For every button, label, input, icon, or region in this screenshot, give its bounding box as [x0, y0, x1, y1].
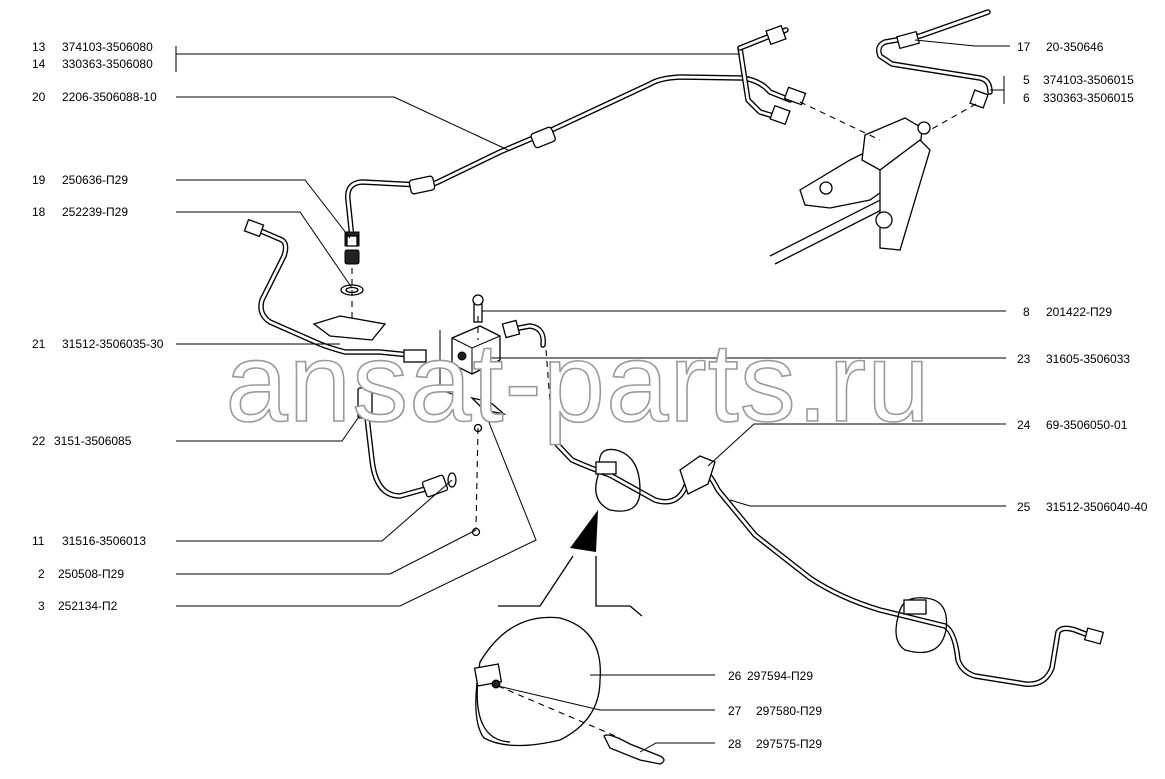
callout-20-num: 20 [32, 90, 46, 104]
callout-27-code: 297580-П29 [756, 704, 822, 718]
clamp-bracket [679, 455, 716, 495]
callout-28-code: 297575-П29 [756, 737, 822, 751]
callout-22-num: 22 [32, 434, 46, 448]
callout-25-num: 25 [1017, 500, 1031, 514]
callout-26-code: 297594-П29 [747, 669, 813, 683]
watermark: ansat-parts.ru [226, 320, 931, 445]
brake-pipe-upper [344, 74, 807, 247]
callout-13-code: 374103-3506080 [62, 40, 153, 54]
callout-20-code: 2206-3506088-10 [62, 90, 157, 104]
callout-23-code: 31605-3506033 [1046, 352, 1130, 366]
callout-24-num: 24 [1017, 418, 1031, 432]
leader-lines [175, 39, 1010, 753]
align-line-6 [545, 349, 554, 441]
callout-23-num: 23 [1017, 352, 1031, 366]
callout-5-num: 5 [1023, 73, 1030, 87]
callout-3-num: 3 [38, 599, 45, 613]
align-line-2 [929, 103, 977, 131]
callout-6-code: 330363-3506015 [1043, 91, 1134, 105]
bolt-19 [340, 235, 364, 296]
callout-5-code: 374103-3506015 [1043, 73, 1134, 87]
callout-11-num: 11 [32, 534, 45, 548]
callout-28-num: 28 [728, 737, 742, 751]
align-line-1 [799, 101, 881, 141]
brake-pipe-21 [243, 218, 427, 363]
callout-14-num: 14 [32, 57, 46, 71]
callout-8-code: 201422-П29 [1046, 305, 1112, 319]
align-line-7 [497, 685, 621, 739]
brake-pipe-5 [876, 9, 993, 109]
band-clamp-detail [473, 616, 665, 765]
pipe-clips [595, 448, 948, 654]
callout-24-code: 69-3506050-01 [1046, 418, 1128, 432]
brake-pipe-25 [550, 437, 1105, 687]
callout-labels: 13 374103-3506080 14 330363-3506080 20 2… [32, 40, 1148, 751]
pressure-regulator [769, 117, 931, 265]
callout-6-num: 6 [1023, 91, 1030, 105]
callout-19-code: 250636-П29 [62, 173, 128, 187]
callout-17-code: 20-350646 [1046, 40, 1104, 54]
brake-pipe-8 [501, 319, 546, 348]
brake-pipe-13 [737, 24, 791, 126]
callout-8-num: 8 [1023, 305, 1030, 319]
callout-26-num: 26 [728, 669, 742, 683]
callout-3-code: 252134-П2 [58, 599, 118, 613]
tee-block [439, 294, 507, 537]
callout-18-num: 18 [32, 205, 46, 219]
callout-13-num: 13 [32, 40, 46, 54]
callout-14-code: 330363-3506080 [62, 57, 153, 71]
align-line-5 [475, 427, 479, 529]
callout-21-num: 21 [32, 337, 46, 351]
callout-21-code: 31512-3506035-30 [62, 337, 164, 351]
callout-2-code: 250508-П29 [58, 567, 124, 581]
callout-18-code: 252239-П29 [62, 205, 128, 219]
detail-pointer [498, 510, 643, 617]
callout-25-code: 31512-3506040-40 [1046, 500, 1148, 514]
callout-19-num: 19 [32, 173, 46, 187]
callout-2-num: 2 [38, 567, 45, 581]
callout-27-num: 27 [728, 704, 742, 718]
callout-11-code: 31516-3506013 [62, 534, 146, 548]
callout-17-num: 17 [1017, 40, 1031, 54]
callout-22-code: 3151-3506085 [54, 434, 132, 448]
